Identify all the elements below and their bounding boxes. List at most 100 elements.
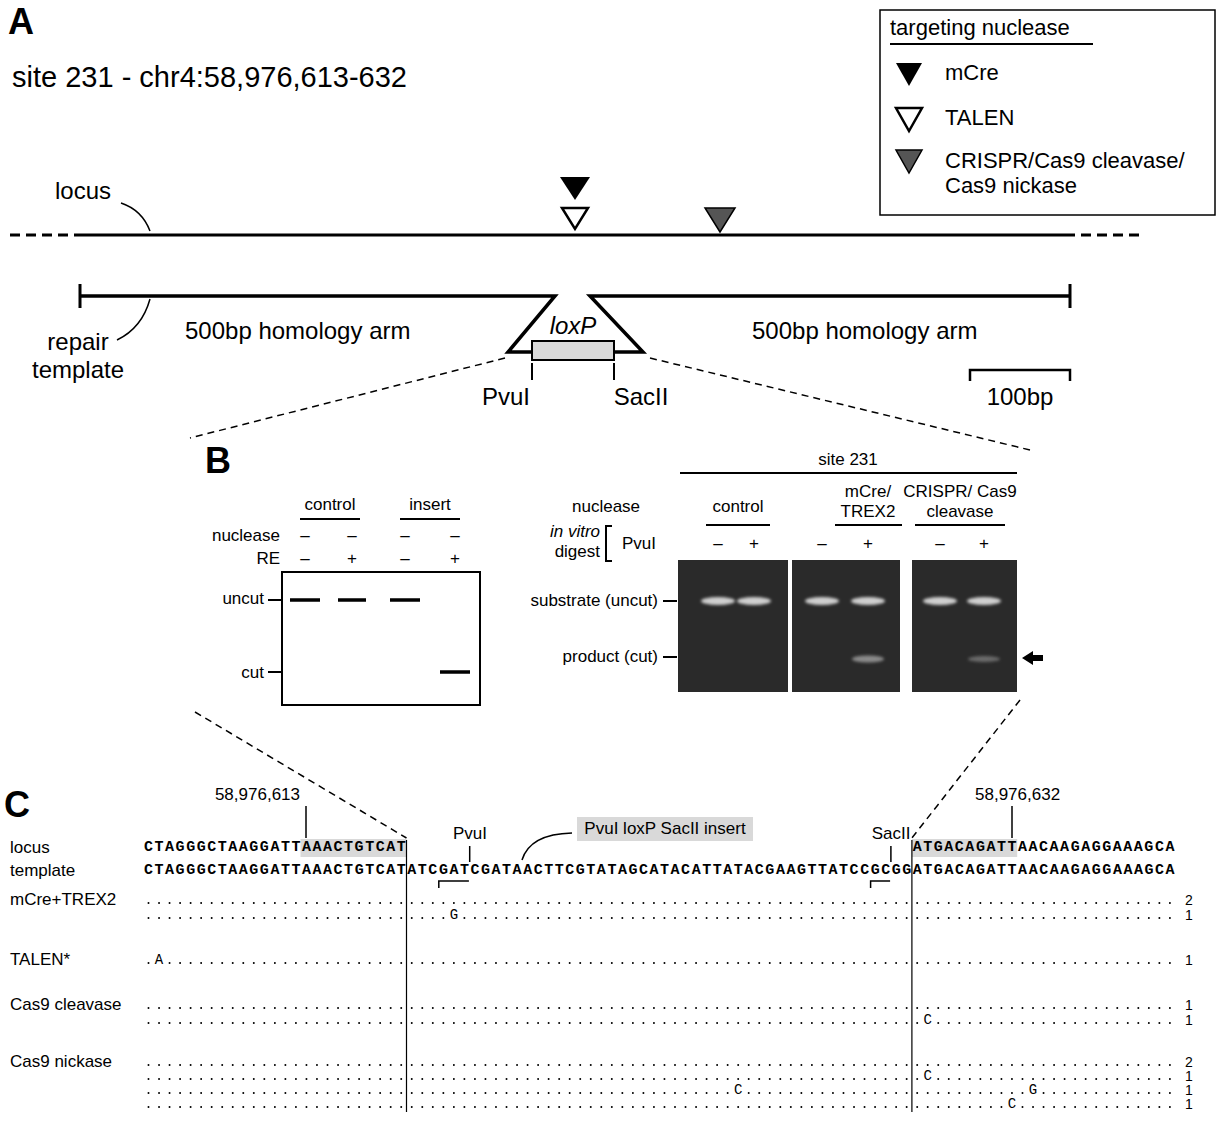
group-rule xyxy=(400,518,460,520)
text-label: Cas9 nickase xyxy=(10,1052,112,1072)
text-label: PvuI xyxy=(453,824,487,844)
text-label: – xyxy=(347,526,356,546)
sequence-text: ATGACAGATT xyxy=(913,839,1018,856)
dot-row xyxy=(149,902,1175,904)
callout-text: PvuI loxP SacII insert xyxy=(584,819,745,839)
text-label: cut xyxy=(241,663,264,683)
identity-dots xyxy=(149,903,1175,1107)
read-count: 1 xyxy=(1185,907,1193,923)
locus-line xyxy=(80,234,1065,237)
dot-row xyxy=(149,1078,1175,1080)
text-label: + xyxy=(749,534,759,554)
text-label: 58,976,613 xyxy=(215,785,300,805)
mutation-base: C xyxy=(923,1012,933,1028)
bracket xyxy=(606,526,612,561)
gel-band xyxy=(968,656,1000,662)
gel-band xyxy=(701,597,735,605)
size-tick xyxy=(268,600,282,672)
dot-row xyxy=(149,1092,1175,1094)
gel-image xyxy=(912,560,1017,692)
zoom-line xyxy=(912,700,1020,838)
text-label: uncut xyxy=(222,589,264,609)
size-tick xyxy=(663,601,677,657)
text-label: 500bp homology arm xyxy=(185,317,410,345)
read-count: 1 xyxy=(1185,1012,1193,1028)
text-label: – xyxy=(817,534,826,554)
text-label: locus xyxy=(10,838,50,858)
text-label: digest xyxy=(555,542,600,562)
legend-label: mCre xyxy=(945,60,999,85)
text-label: Cas9 cleavase xyxy=(10,995,122,1015)
leader-line xyxy=(121,203,150,231)
loxp-box xyxy=(531,340,615,361)
target-highlight xyxy=(301,839,407,857)
group-rule xyxy=(300,518,360,520)
dot-row xyxy=(149,1106,1175,1108)
text-label: + xyxy=(863,534,873,554)
product-arrow xyxy=(1022,651,1043,665)
gel-image xyxy=(678,560,788,692)
legend-label: TALEN xyxy=(945,105,1014,130)
dot-row xyxy=(149,962,1175,964)
text-label: template xyxy=(10,861,75,881)
read-count: 2 xyxy=(1185,1054,1193,1070)
text-label: product (cut) xyxy=(563,647,658,667)
gel-band xyxy=(737,597,771,605)
sequence-text: AAACTGTCAT xyxy=(302,839,407,856)
leader-line xyxy=(522,833,572,860)
zoom-line xyxy=(650,358,1030,450)
sequence-text: AACAAGAGGAAAGCA xyxy=(1018,839,1176,856)
text-label: repair template xyxy=(31,328,126,383)
text-label: control xyxy=(712,497,763,517)
text-label: CRISPR/ Cas9 cleavase xyxy=(903,482,1017,521)
text-label: + xyxy=(979,534,989,554)
target-highlight xyxy=(912,839,1017,857)
text-label: – xyxy=(935,534,944,554)
text-label: nuclease xyxy=(572,497,640,517)
text-label: control xyxy=(304,495,355,515)
text-label: – xyxy=(450,526,459,546)
text-label: site 231 xyxy=(818,450,878,470)
group-rule xyxy=(680,472,1017,474)
text-label: substrate (uncut) xyxy=(530,591,658,611)
cas9-site xyxy=(705,208,735,232)
dot-row xyxy=(149,1007,1175,1009)
locus-line-dashed xyxy=(1065,234,1140,237)
text-label: – xyxy=(400,526,409,546)
sequence-text: CTAGGGCTAAGGATTAAACTGTCATATCGATCGATAACTT… xyxy=(144,862,1176,879)
legend-symbol xyxy=(896,108,922,131)
text-label: mCre/ TREX2 xyxy=(840,482,897,521)
group-rule xyxy=(915,524,1005,526)
panel-a-art xyxy=(10,10,1215,450)
mutation-base: C xyxy=(1007,1096,1017,1112)
mutation-base: G xyxy=(1028,1082,1038,1098)
zoom-line xyxy=(195,712,407,838)
panel-b-art xyxy=(268,473,1043,705)
mutation-base: G xyxy=(449,907,459,923)
leader-line xyxy=(117,299,150,340)
leader-line xyxy=(1011,806,1013,838)
scale-bar xyxy=(970,370,1070,381)
gel-band xyxy=(923,597,957,605)
mutation-base: A xyxy=(154,952,164,968)
junction-line xyxy=(406,840,407,1112)
gel-band xyxy=(290,600,470,672)
legend-label: CRISPR/Cas9 cleavase/ Cas9 nickase xyxy=(945,148,1187,199)
panel-c-art xyxy=(149,700,1175,1112)
mutation-base: C xyxy=(923,1068,933,1084)
legend-title: targeting nuclease xyxy=(890,15,1070,40)
gel-band xyxy=(805,597,839,605)
read-count: 2 xyxy=(1185,892,1193,908)
dot-row xyxy=(149,1064,1175,1066)
site-tick xyxy=(532,363,614,380)
figure-title: site 231 - chr4:58,976,613-632 xyxy=(12,61,407,94)
group-rule xyxy=(706,524,770,526)
text-label: – xyxy=(400,549,409,569)
group-rule xyxy=(835,524,902,526)
read-count: 1 xyxy=(1185,1068,1193,1084)
leader-line xyxy=(305,806,307,838)
text-label: + xyxy=(450,549,460,569)
zoom-line xyxy=(190,358,505,438)
dot-row xyxy=(149,1022,1175,1024)
